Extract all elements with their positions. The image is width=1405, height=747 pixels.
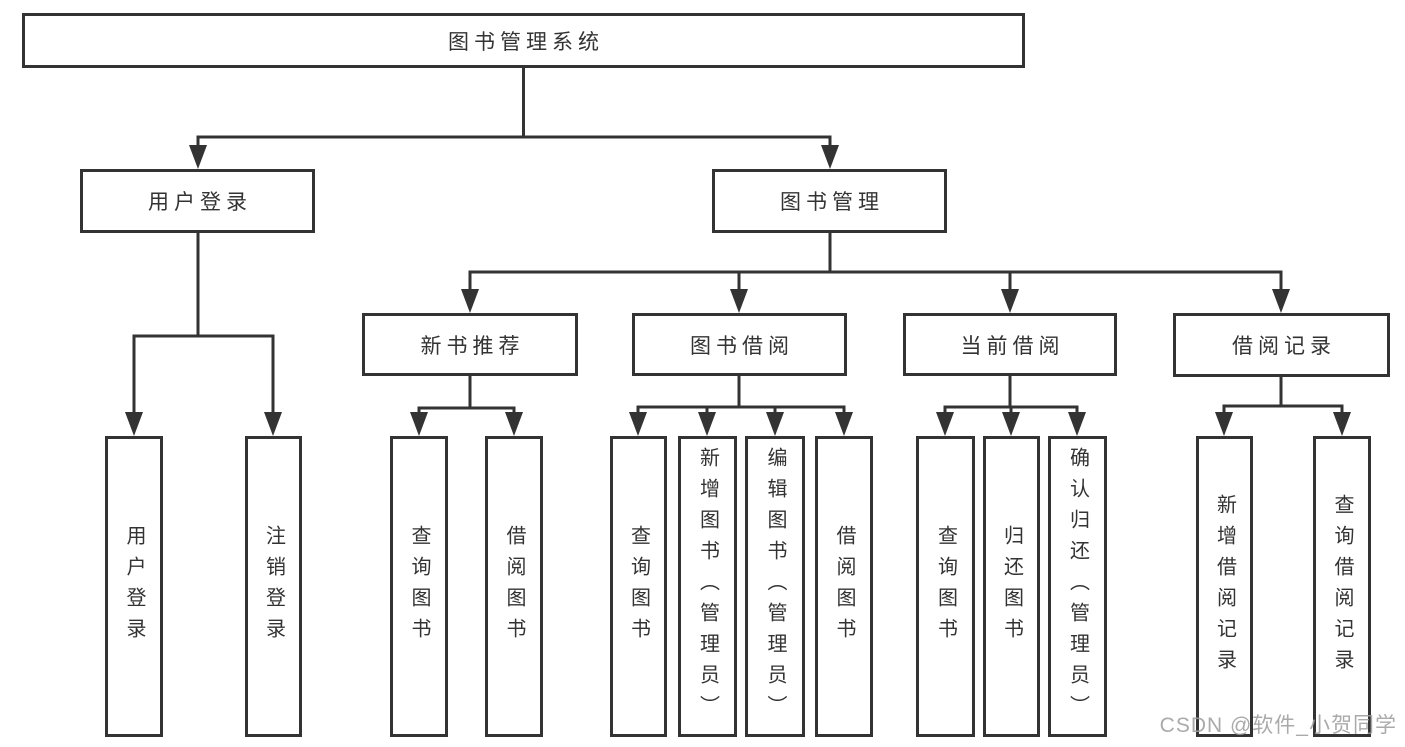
arrowhead-leaf-4	[505, 412, 523, 436]
arrowhead-leaf-6	[698, 412, 716, 436]
wire-new-book-branch	[417, 374, 516, 410]
leaf-label: 归还图书	[1000, 524, 1023, 649]
leaf-logout: 注销登录	[245, 436, 302, 737]
wire-current-borrowing-branch	[943, 374, 1079, 409]
wire-book-borrowing-branch	[636, 374, 846, 409]
arrowhead-book-management	[821, 145, 839, 169]
arrowhead-leaf-8	[835, 412, 853, 436]
wire-root-branch	[196, 66, 832, 139]
node-user-login: 用户登录	[80, 169, 315, 233]
leaf-edit-books-admin: 编辑图书（管理员）	[745, 436, 805, 737]
arrowhead-leaf-13	[1333, 412, 1351, 436]
arrowhead-borrowing-records	[1272, 289, 1290, 313]
leaf-label: 查询图书	[934, 524, 957, 649]
arrowhead-leaf-3	[410, 412, 428, 436]
arrowhead-leaf-7	[766, 412, 784, 436]
leaf-user-login: 用户登录	[105, 436, 163, 737]
leaf-return-books: 归还图书	[983, 436, 1040, 737]
leaf-query-books-borrowing: 查询图书	[610, 436, 667, 737]
leaf-label: 确认归还（管理员）	[1066, 447, 1089, 726]
node-new-book-recommend: 新书推荐	[362, 313, 578, 376]
arrowhead-book-borrowing	[730, 289, 748, 313]
node-book-management: 图书管理	[712, 169, 947, 233]
leaf-add-borrow-record: 新增借阅记录	[1196, 436, 1253, 737]
arrowhead-leaf-2	[264, 412, 282, 436]
node-library-management-system: 图书管理系统	[22, 13, 1025, 68]
leaf-label: 借阅图书	[833, 524, 855, 649]
leaf-add-books-admin: 新增图书（管理员）	[678, 436, 737, 737]
leaf-borrow-books-recommend: 借阅图书	[485, 436, 543, 737]
leaf-query-books-recommend: 查询图书	[390, 436, 448, 737]
leaf-label: 注销登录	[262, 524, 285, 649]
arrowhead-leaf-12	[1215, 412, 1233, 436]
arrowhead-leaf-10	[1002, 412, 1020, 436]
csdn-watermark: CSDN @软件_小贺同学	[1159, 714, 1397, 737]
leaf-confirm-return-admin: 确认归还（管理员）	[1048, 436, 1107, 737]
leaf-borrow-books: 借阅图书	[815, 436, 873, 737]
arrowhead-leaf-11	[1068, 412, 1086, 436]
leaf-label: 查询图书	[627, 524, 650, 649]
node-label: 新书推荐	[420, 334, 525, 358]
node-label: 图书管理	[780, 191, 884, 214]
arrowhead-leaf-1	[125, 412, 143, 436]
arrowhead-new-book	[461, 289, 479, 313]
node-label: 当前借阅	[960, 334, 1065, 358]
node-book-borrowing: 图书借阅	[632, 313, 847, 376]
leaf-label: 查询借阅记录	[1331, 493, 1353, 680]
arrowhead-current-borrowing	[1001, 289, 1019, 313]
node-label: 图书借阅	[690, 334, 794, 358]
arrowheads	[125, 145, 1351, 436]
leaf-label: 编辑图书（管理员）	[764, 447, 786, 726]
leaf-label: 新增借阅记录	[1213, 493, 1236, 680]
leaf-query-borrow-record: 查询借阅记录	[1313, 436, 1371, 737]
arrowhead-user-login	[189, 145, 207, 169]
leaf-query-books-current: 查询图书	[916, 436, 975, 737]
leaf-label: 新增图书（管理员）	[696, 447, 719, 726]
node-borrowing-records: 借阅记录	[1173, 313, 1390, 377]
node-label: 用户登录	[148, 191, 252, 214]
node-current-borrowing: 当前借阅	[903, 313, 1117, 376]
wire-borrowing-records-branch	[1222, 375, 1344, 408]
wire-user-login-branch	[132, 231, 275, 338]
leaf-label: 用户登录	[123, 524, 145, 649]
leaf-label: 借阅图书	[503, 524, 525, 649]
wire-book-management-branch	[468, 231, 1283, 274]
leaf-label: 查询图书	[408, 524, 430, 649]
arrowhead-leaf-5	[629, 412, 647, 436]
node-label: 借阅记录	[1232, 335, 1336, 358]
node-label: 图书管理系统	[448, 30, 604, 54]
arrowhead-leaf-9	[936, 412, 954, 436]
wire-arrow-shafts-level3	[468, 270, 1283, 296]
wire-arrow-shafts-level2	[196, 135, 832, 152]
